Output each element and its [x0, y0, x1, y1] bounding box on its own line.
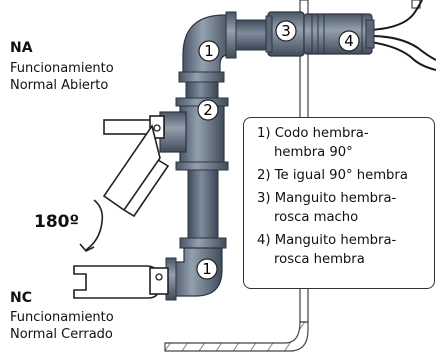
part-marker-3 — [275, 20, 297, 42]
parts-legend: 1) Codo hembra- hembra 90° 2) Te igual 9… — [243, 117, 435, 289]
legend-item-3-line1: 3) Manguito hembra- — [257, 191, 397, 206]
float-switch-nc — [73, 265, 169, 299]
legend-item-1-line2: hembra 90° — [274, 145, 353, 160]
part-marker-1-top-label: 1 — [204, 42, 214, 60]
rotation-arrow — [79, 199, 104, 252]
part-marker-4 — [338, 30, 360, 52]
rotation-label: 180º — [34, 212, 80, 232]
legend-item-4-line1: 4) Manguito hembra- — [257, 233, 397, 248]
part-marker-1-bottom — [196, 258, 218, 280]
cables — [369, 0, 436, 71]
legend-item-2: 2) Te igual 90° hembra — [257, 168, 408, 183]
na-line2: Normal Abierto — [10, 78, 109, 93]
nc-line2: Normal Cerrado — [10, 327, 113, 342]
legend-item-1-line1: 1) Codo hembra- — [257, 126, 369, 141]
float-switch-na — [102, 115, 170, 218]
legend-item-4-line2: rosca hembra — [274, 252, 365, 267]
nc-code: NC — [10, 290, 32, 306]
nc-line1: Funcionamiento — [10, 310, 114, 325]
part-marker-1-top — [198, 40, 220, 62]
na-line1: Funcionamiento — [10, 61, 114, 76]
na-code: NA — [10, 40, 33, 56]
part-marker-2 — [197, 99, 219, 121]
part-markers: 1 2 3 4 1 — [196, 20, 360, 280]
part-marker-3-label: 3 — [281, 22, 291, 40]
legend-item-3-line2: rosca macho — [274, 210, 359, 225]
part-marker-4-label: 4 — [344, 32, 354, 50]
part-marker-2-label: 2 — [203, 101, 213, 119]
part-marker-1-bottom-label: 1 — [202, 260, 212, 278]
